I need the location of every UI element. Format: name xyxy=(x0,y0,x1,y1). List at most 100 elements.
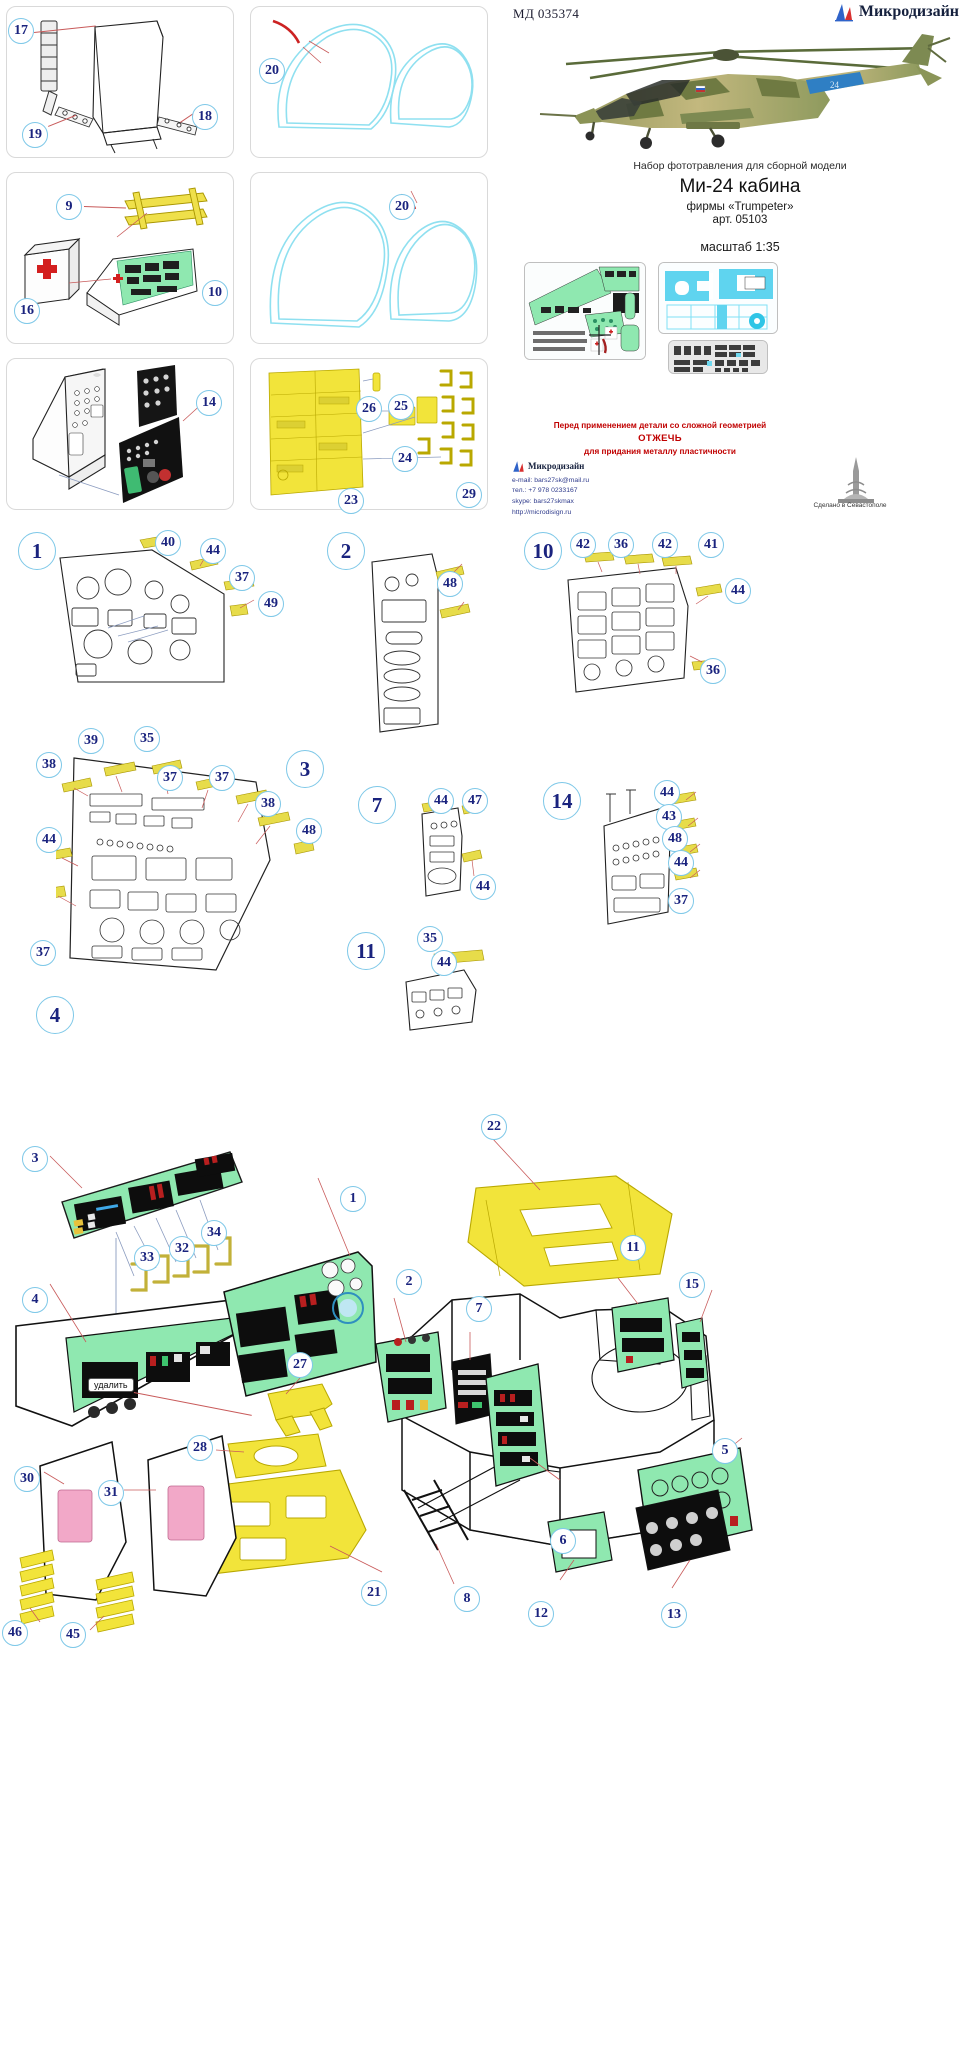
callout-28[interactable]: 28 xyxy=(187,1435,213,1461)
manufacturer-label: фирмы «Trumpeter» xyxy=(686,201,794,213)
callout-40[interactable]: 40 xyxy=(155,530,181,556)
callout-35-s11[interactable]: 35 xyxy=(417,926,443,952)
callout-14-a[interactable]: 14 xyxy=(196,390,222,416)
callout-13[interactable]: 13 xyxy=(661,1602,687,1628)
anneal-warning: Перед применением детали со сложной геом… xyxy=(510,420,810,458)
made-in-label: Сделано в Севастополе xyxy=(813,502,887,509)
callout-23[interactable]: 23 xyxy=(338,488,364,514)
callout-46[interactable]: 46 xyxy=(2,1620,28,1646)
callout-37-a[interactable]: 37 xyxy=(157,765,183,791)
warning-line-2: ОТЖЕЧЬ xyxy=(638,432,682,444)
callout-47[interactable]: 47 xyxy=(462,788,488,814)
callout-3-bottom[interactable]: 3 xyxy=(22,1146,48,1172)
step-number-4: 4 xyxy=(36,996,74,1034)
callout-1-bottom[interactable]: 1 xyxy=(340,1186,366,1212)
callout-44-s14b[interactable]: 44 xyxy=(668,850,694,876)
callout-32[interactable]: 32 xyxy=(169,1236,195,1262)
page-title: Ми-24 кабина xyxy=(679,176,801,197)
step-number-3: 3 xyxy=(286,750,324,788)
scale-label: масштаб 1:35 xyxy=(700,240,780,254)
contact-skype: skype: bars27skmax xyxy=(512,498,574,505)
callout-44-s10[interactable]: 44 xyxy=(725,578,751,604)
kit-caption: Набор фототравления для сборной модели xyxy=(633,160,847,172)
callout-4-bottom[interactable]: 4 xyxy=(22,1287,48,1313)
callout-35-s3[interactable]: 35 xyxy=(134,726,160,752)
article-label: арт. 05103 xyxy=(712,214,768,226)
callout-38-a[interactable]: 38 xyxy=(36,752,62,778)
detail-box-canopy-1 xyxy=(250,6,488,158)
callout-6[interactable]: 6 xyxy=(550,1528,576,1554)
callout-43[interactable]: 43 xyxy=(656,804,682,830)
main-assembly-diagram xyxy=(0,1060,969,2048)
callout-24[interactable]: 24 xyxy=(392,446,418,472)
callout-20-b[interactable]: 20 xyxy=(389,194,415,220)
callout-10[interactable]: 10 xyxy=(202,280,228,306)
callout-36-b[interactable]: 36 xyxy=(700,658,726,684)
callout-37-s1[interactable]: 37 xyxy=(229,565,255,591)
brand-name: Микродизайн xyxy=(858,3,959,20)
step-3-4-diagram xyxy=(56,748,336,998)
callout-2-bottom[interactable]: 2 xyxy=(396,1269,422,1295)
detail-box-yellow-frame xyxy=(250,358,488,510)
fret-preview-small xyxy=(668,340,768,374)
callout-37-b[interactable]: 37 xyxy=(209,765,235,791)
callout-27[interactable]: 27 xyxy=(287,1352,313,1378)
step-1-diagram xyxy=(48,532,298,692)
callout-7-bottom[interactable]: 7 xyxy=(466,1296,492,1322)
callout-34[interactable]: 34 xyxy=(201,1220,227,1246)
callout-30[interactable]: 30 xyxy=(14,1466,40,1492)
callout-44-s11[interactable]: 44 xyxy=(431,950,457,976)
step-number-1: 1 xyxy=(18,532,56,570)
callout-22[interactable]: 22 xyxy=(481,1114,507,1140)
callout-36-a[interactable]: 36 xyxy=(608,532,634,558)
contact-brand-name: Микродизайн xyxy=(528,461,585,471)
callout-44-s3[interactable]: 44 xyxy=(36,827,62,853)
callout-48-s14[interactable]: 48 xyxy=(662,826,688,852)
callout-33[interactable]: 33 xyxy=(134,1245,160,1271)
callout-17[interactable]: 17 xyxy=(8,18,34,44)
callout-31[interactable]: 31 xyxy=(98,1480,124,1506)
callout-16[interactable]: 16 xyxy=(14,298,40,324)
callout-18[interactable]: 18 xyxy=(192,104,218,130)
callout-21[interactable]: 21 xyxy=(361,1580,387,1606)
callout-20-a[interactable]: 20 xyxy=(259,58,285,84)
callout-44-s7a[interactable]: 44 xyxy=(428,788,454,814)
brand-logo-block: Микродизайн xyxy=(834,2,959,22)
callout-15[interactable]: 15 xyxy=(679,1272,705,1298)
callout-12[interactable]: 12 xyxy=(528,1601,554,1627)
microdesign-logo-small-icon xyxy=(513,461,524,473)
contact-site: http://microdisign.ru xyxy=(512,508,572,516)
callout-44-s1[interactable]: 44 xyxy=(200,538,226,564)
callout-11-bottom[interactable]: 11 xyxy=(620,1235,646,1261)
step-number-14: 14 xyxy=(543,782,581,820)
callout-44-s14a[interactable]: 44 xyxy=(654,780,680,806)
detail-box-panel-14 xyxy=(6,358,234,510)
callout-49[interactable]: 49 xyxy=(258,591,284,617)
callout-48-s3[interactable]: 48 xyxy=(296,818,322,844)
callout-37-s14[interactable]: 37 xyxy=(668,888,694,914)
callout-9[interactable]: 9 xyxy=(56,194,82,220)
step-10-diagram xyxy=(556,552,756,702)
step-14-diagram xyxy=(586,786,716,936)
callout-48-s2[interactable]: 48 xyxy=(437,571,463,597)
callout-38-b[interactable]: 38 xyxy=(255,791,281,817)
svg-text:24: 24 xyxy=(830,80,840,90)
fret-preview-cyan xyxy=(658,262,778,334)
callout-19[interactable]: 19 xyxy=(22,122,48,148)
callout-39[interactable]: 39 xyxy=(78,728,104,754)
contact-phone: тел.: +7 978 0233167 xyxy=(512,487,578,495)
callout-37-c[interactable]: 37 xyxy=(30,940,56,966)
callout-25[interactable]: 25 xyxy=(388,394,414,420)
callout-29[interactable]: 29 xyxy=(456,482,482,508)
contact-block: Микродизайн e-mail: bars27sk@mail.ru тел… xyxy=(512,460,589,518)
contact-logo: Микродизайн xyxy=(512,460,589,474)
callout-26[interactable]: 26 xyxy=(356,396,382,422)
callout-5[interactable]: 5 xyxy=(712,1438,738,1464)
callout-42-b[interactable]: 42 xyxy=(652,532,678,558)
callout-44-s7b[interactable]: 44 xyxy=(470,874,496,900)
callout-42-a[interactable]: 42 xyxy=(570,532,596,558)
helicopter-illustration: 24 xyxy=(530,22,960,150)
callout-41[interactable]: 41 xyxy=(698,532,724,558)
callout-45[interactable]: 45 xyxy=(60,1622,86,1648)
callout-8[interactable]: 8 xyxy=(454,1586,480,1612)
